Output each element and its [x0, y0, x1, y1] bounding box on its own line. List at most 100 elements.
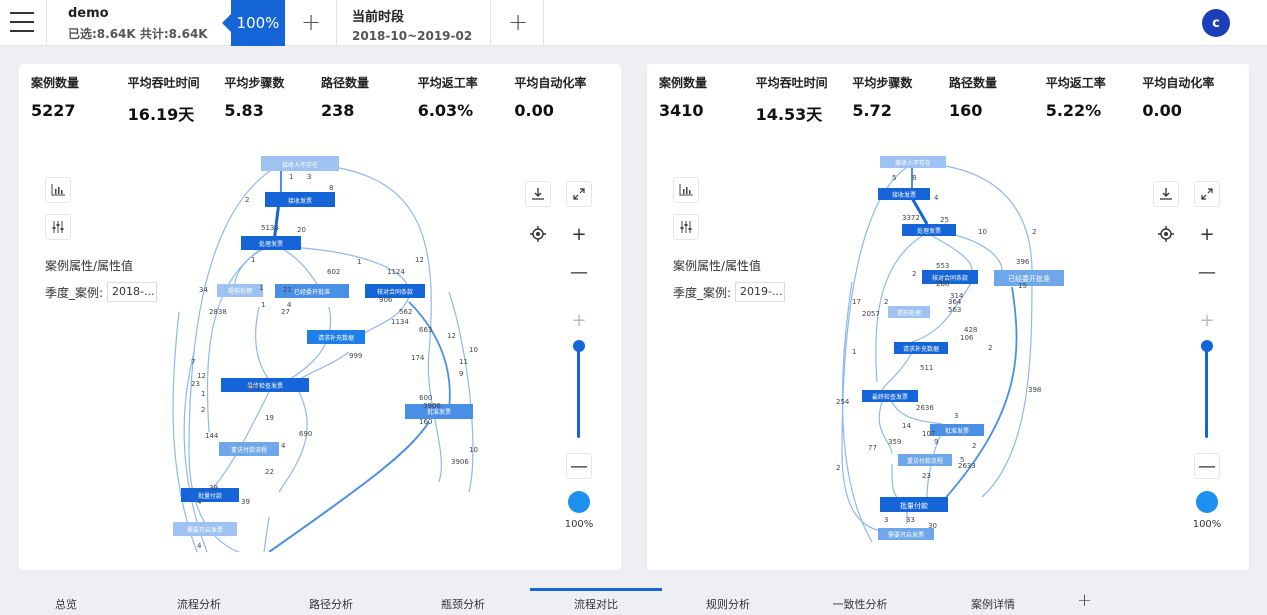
locate-target-icon[interactable] [525, 221, 551, 247]
sliders-icon[interactable] [673, 214, 699, 240]
flow-edge[interactable] [891, 401, 943, 425]
edge-count-label: 602 [327, 268, 340, 276]
activity-node[interactable] [878, 188, 930, 200]
tab-bottleneck-analysis[interactable]: 瓶颈分析 [441, 598, 485, 611]
activity-node[interactable] [880, 156, 946, 168]
activity-node[interactable] [898, 454, 952, 466]
tab-overview[interactable]: 总览 [55, 598, 77, 611]
zoom-out-minus-icon[interactable]: — [1198, 261, 1216, 283]
detail-slider-handle[interactable] [1201, 340, 1213, 352]
expand-icon[interactable] [566, 181, 592, 207]
flow-edge[interactable] [911, 281, 973, 343]
expand-icon[interactable] [1194, 181, 1220, 207]
hamburger-menu-icon[interactable] [10, 12, 34, 34]
project-info[interactable]: demo 已选:8.64K 共计:8.64K [68, 6, 208, 42]
locate-target-icon[interactable] [1153, 221, 1179, 247]
detail-plus-icon[interactable]: + [571, 309, 587, 331]
flow-edge[interactable] [910, 197, 929, 225]
zoom-out-minus-icon[interactable]: — [570, 261, 588, 283]
flow-edge[interactable] [941, 286, 1018, 503]
activity-node[interactable] [275, 284, 349, 298]
edge-count-label: 314 [950, 292, 964, 300]
activity-node[interactable] [261, 156, 339, 171]
activity-node[interactable] [880, 497, 948, 512]
activity-node[interactable] [902, 224, 956, 236]
activity-node[interactable] [930, 424, 984, 436]
flow-edge[interactable] [448, 291, 474, 493]
activity-node[interactable] [888, 306, 930, 318]
activity-node[interactable] [405, 404, 473, 419]
flow-edge[interactable] [926, 431, 943, 498]
activity-node[interactable] [219, 442, 279, 456]
bar-chart-icon[interactable] [45, 177, 71, 203]
edge-count-label: 15 [1018, 282, 1027, 290]
process-map[interactable]: 接收人不存在 接收发票 处理发票 核对合同条款 已经委开批准 提前处理 请求补充… [832, 152, 1072, 552]
add-tab-plus-icon[interactable]: + [1077, 590, 1093, 611]
flow-edge[interactable] [891, 463, 898, 498]
activity-node[interactable] [894, 342, 948, 354]
edge-count-label: 553 [936, 262, 949, 270]
flow-edge[interactable] [272, 201, 281, 243]
detail-slider-track[interactable] [1205, 348, 1208, 438]
flow-edge[interactable] [308, 163, 442, 483]
process-map[interactable]: 接收人不存在 接收发票 处理发票 提前处理 已经委开批准 核对合同条款 请求补充… [169, 152, 499, 552]
add-period-plus-icon[interactable]: + [507, 8, 529, 36]
activity-node[interactable] [173, 522, 237, 536]
activity-node[interactable] [217, 284, 263, 297]
activity-node[interactable] [181, 488, 239, 502]
tab-process-comparison[interactable]: 流程对比 [574, 598, 618, 611]
detail-minus-icon[interactable]: — [1194, 453, 1220, 479]
flow-edge[interactable] [288, 306, 332, 381]
detail-slider-handle[interactable] [573, 340, 585, 352]
flow-edge[interactable] [206, 246, 265, 433]
flow-edge[interactable] [875, 235, 923, 383]
flow-edge[interactable] [298, 351, 350, 381]
download-icon[interactable] [525, 181, 551, 207]
flow-edge[interactable] [268, 421, 430, 552]
flow-edge[interactable] [841, 281, 873, 543]
zoom-level-indicator[interactable] [1196, 491, 1218, 513]
flow-edge[interactable] [931, 235, 973, 271]
period-info[interactable]: 当前时段 2018-10~2019-02 [352, 6, 472, 43]
flow-edge[interactable] [878, 401, 893, 455]
flow-edge[interactable] [941, 231, 1003, 271]
flow-edge[interactable] [278, 391, 308, 493]
detail-plus-icon[interactable]: + [1199, 309, 1215, 331]
tab-case-details[interactable]: 案例详情 [971, 598, 1015, 611]
zoom-in-plus-icon[interactable]: + [571, 223, 587, 245]
flow-edge[interactable] [188, 163, 282, 552]
season-select[interactable]: 2018-... [107, 282, 158, 302]
activity-node[interactable] [221, 378, 309, 392]
user-avatar[interactable]: c [1202, 9, 1230, 37]
edge-count-label: 906 [379, 296, 393, 304]
activity-node[interactable] [922, 270, 978, 284]
flow-edge[interactable] [881, 351, 913, 391]
add-filter-plus-icon[interactable]: + [300, 8, 322, 36]
activity-node[interactable] [878, 528, 934, 540]
bar-chart-icon[interactable] [673, 177, 699, 203]
zoom-level-indicator[interactable] [568, 491, 590, 513]
flow-edge[interactable] [263, 516, 270, 552]
detail-slider-track[interactable] [577, 348, 580, 438]
tab-path-analysis[interactable]: 路径分析 [309, 598, 353, 611]
edge-count-label: 23 [922, 472, 931, 480]
tab-conformance-analysis[interactable]: 一致性分析 [832, 598, 888, 611]
zoom-in-plus-icon[interactable]: + [1199, 223, 1215, 245]
tab-process-analysis[interactable]: 流程分析 [177, 598, 221, 611]
activity-node[interactable] [365, 284, 425, 298]
activity-node[interactable] [241, 236, 301, 250]
sliders-icon[interactable] [45, 214, 71, 240]
activity-node[interactable] [307, 330, 365, 344]
activity-node[interactable] [265, 192, 335, 207]
zoom-percentage: 100% [564, 519, 594, 530]
activity-node[interactable] [862, 390, 918, 402]
filter-percentage-tab[interactable]: 100% [222, 0, 285, 46]
season-select[interactable]: 2019-... [735, 282, 786, 302]
detail-minus-icon[interactable]: — [566, 453, 592, 479]
tab-rule-analysis[interactable]: 规则分析 [706, 598, 750, 611]
flow-edge[interactable] [255, 306, 270, 381]
activity-node[interactable] [994, 270, 1064, 286]
download-icon[interactable] [1153, 181, 1179, 207]
